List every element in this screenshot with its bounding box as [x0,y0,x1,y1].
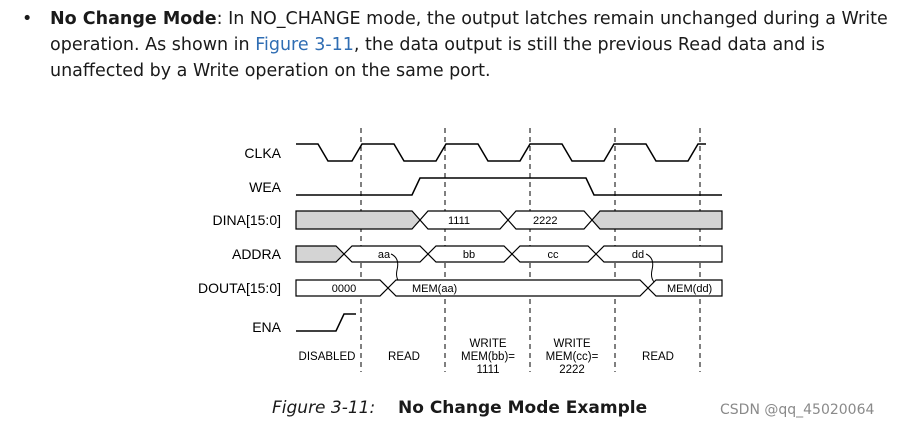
dina-bus [295,210,723,230]
phase-write-2-line1: WRITE [553,338,590,350]
wea-waveform [296,177,722,196]
phase-write-1-line1: WRITE [469,338,506,350]
signal-label-dina: DINA[15:0] [213,212,281,228]
phase-read-1: READ [388,351,420,363]
douta-value-mem-aa: MEM(aa) [412,283,457,295]
figure-title: No Change Mode Example [398,398,648,418]
paragraph-text-after-link: , the data output is still the previous … [50,35,825,81]
watermark: CSDN @qq_45020064 [720,402,875,418]
phase-write-2-line2: MEM(cc)= [546,351,599,363]
figure-number: Figure 3-11: [272,398,376,418]
paragraph-text: No Change Mode: In NO_CHANGE mode, the o… [50,6,900,84]
signal-label-douta: DOUTA[15:0] [198,280,281,296]
signal-label-ena: ENA [252,319,281,335]
phase-write-1-line3: 1111 [476,364,499,376]
phase-read-2: READ [642,351,674,363]
dina-value-2: 2222 [533,215,557,227]
addra-value-aa: aa [378,249,391,261]
signal-label-addra: ADDRA [232,246,282,262]
paragraph-text-before-link: : In NO_CHANGE mode, the output latches … [50,9,888,55]
douta-value-mem-dd: MEM(dd) [667,283,712,295]
addra-value-bb: bb [463,249,475,261]
douta-bus [295,279,723,297]
addra-bus [295,245,723,263]
phase-write-2-line3: 2222 [559,364,585,376]
ena-waveform [296,313,356,332]
signal-label-wea: WEA [249,179,282,195]
douta-value-initial: 0000 [332,283,356,295]
phase-write-1-line2: MEM(bb)= [461,351,515,363]
phase-labels: DISABLED READ WRITE MEM(bb)= 1111 WRITE … [299,338,674,376]
signal-label-clka: CLKA [244,145,281,161]
addra-value-cc: cc [548,249,560,261]
phase-disabled: DISABLED [299,351,356,363]
dina-value-1: 1111 [448,215,470,227]
addra-value-dd: dd [632,249,644,261]
mode-title: No Change Mode [50,9,217,29]
figure-link[interactable]: Figure 3-11 [255,35,354,55]
clka-waveform [296,143,706,162]
bullet-point: • [22,9,33,29]
